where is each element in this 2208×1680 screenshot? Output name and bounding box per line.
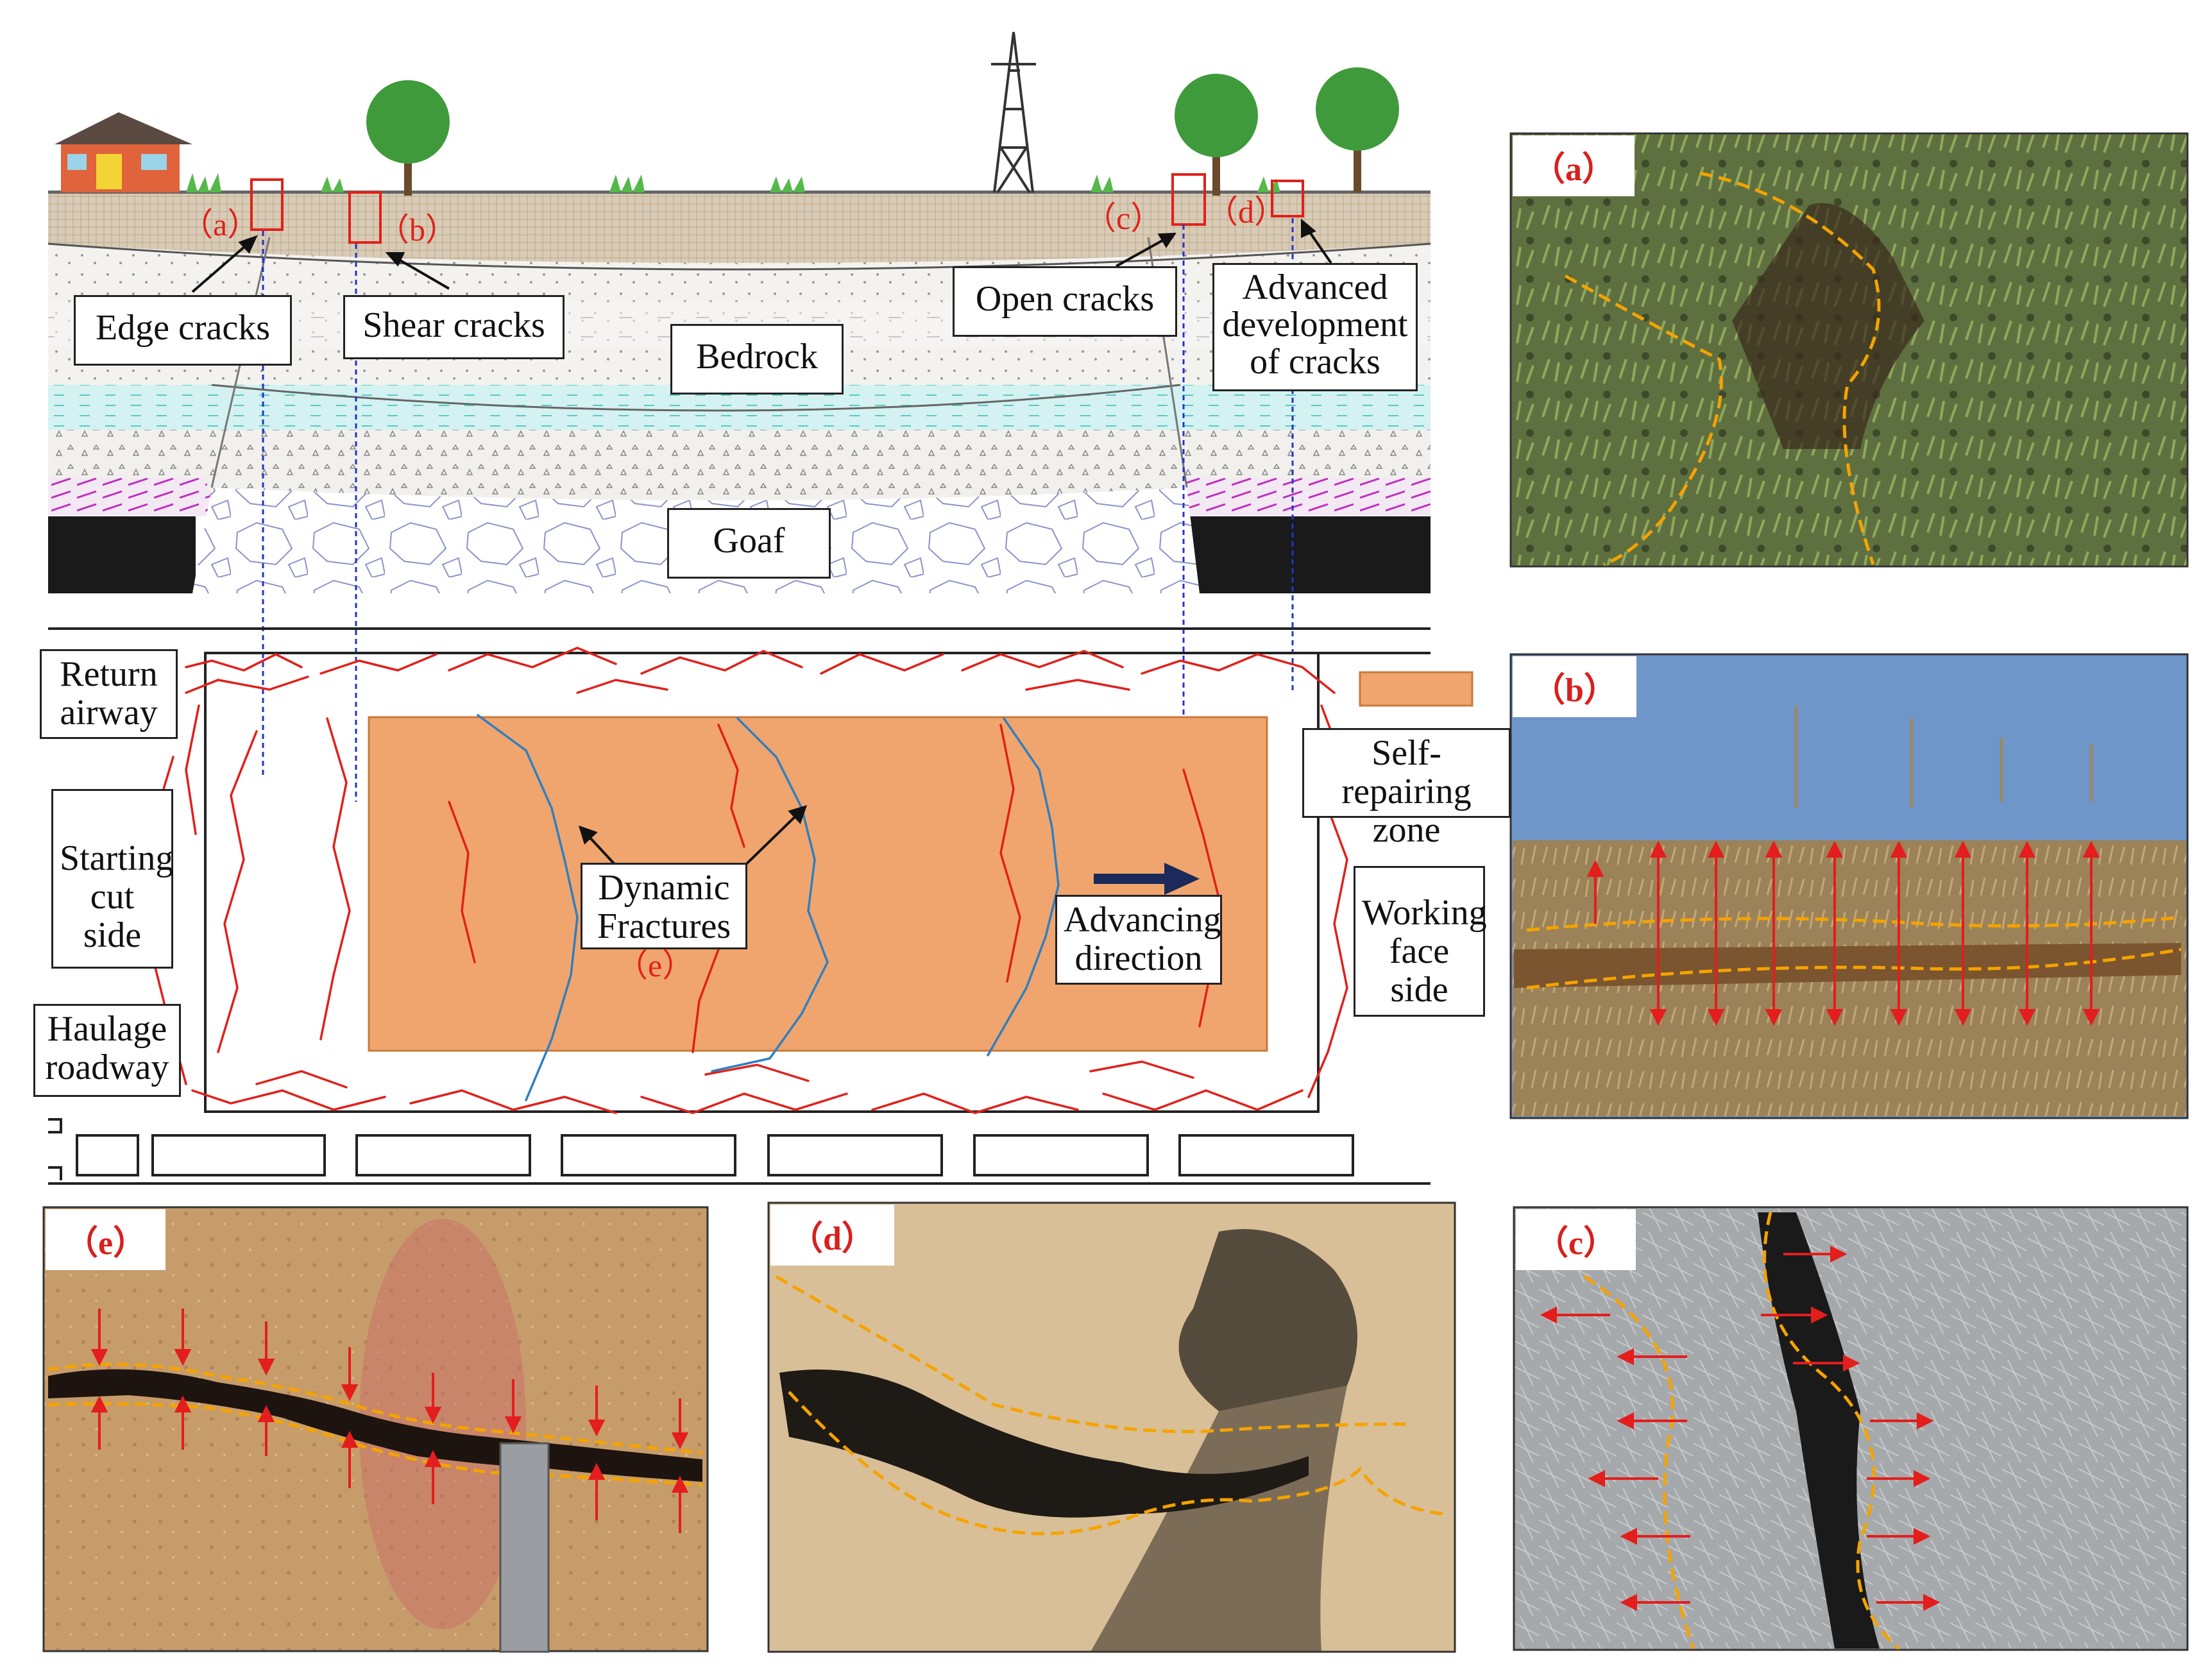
advanced-development-label: Advanced development of cracks <box>1212 263 1418 391</box>
haulage-roadway-label: Haulage roadway <box>33 1004 181 1097</box>
photo-e <box>42 1206 709 1653</box>
advancing-direction-label: Advancing direction <box>1055 895 1222 985</box>
advancing-direction-arrow-icon <box>1094 863 1200 895</box>
edge-cracks-label: Edge cracks <box>74 295 292 366</box>
photo-tag-d: （d） <box>770 1205 894 1266</box>
return-airway-label: Return airway <box>40 649 178 739</box>
black-base-left <box>48 516 196 593</box>
ground-surface-line <box>48 191 1431 194</box>
dynamic-fractures-label: Dynamic Fractures <box>581 863 747 949</box>
bedrock-label: Bedrock <box>670 324 844 395</box>
house-icon <box>55 112 192 192</box>
photo-b <box>1509 653 2189 1119</box>
crack-box-b <box>348 191 382 244</box>
crack-tag-c: （c） <box>1084 200 1163 236</box>
shear-cracks-label: Shear cracks <box>343 295 565 359</box>
tree-icon-1 <box>366 80 450 196</box>
photo-c <box>1513 1206 2189 1651</box>
crack-box-c <box>1171 173 1206 226</box>
tree-icon-3 <box>1316 67 1399 192</box>
legend-swatch-self-repairing <box>1359 671 1473 707</box>
photo-d <box>767 1201 1456 1653</box>
dynamic-fracture-lines <box>477 714 1060 1101</box>
subsidence-basin-curve <box>47 242 1431 271</box>
cyan-aquifer-layer <box>48 385 1431 430</box>
crack-tag-b: （b） <box>377 212 457 248</box>
plan-view-frame <box>48 627 1431 1185</box>
working-face-side-label: Working face side <box>1354 866 1487 1017</box>
crack-box-d <box>1271 180 1304 217</box>
zone-tag-e: （e） <box>616 947 695 983</box>
photo-tag-e: （e） <box>46 1209 166 1270</box>
crack-tag-d: （d） <box>1206 194 1286 230</box>
photo-tag-a: （a） <box>1513 135 1635 196</box>
black-base-right <box>1187 516 1431 593</box>
triangle-layer <box>48 430 1431 500</box>
photo-a <box>1509 132 2189 568</box>
crack-tag-a: （a） <box>181 207 260 242</box>
photo-tag-c: （c） <box>1516 1209 1636 1270</box>
goaf-label: Goaf <box>667 508 831 579</box>
tree-icon-2 <box>1175 74 1258 196</box>
grass-icon <box>186 173 1280 192</box>
subsidence-curve-2 <box>211 384 1181 412</box>
photo-tag-b: （b） <box>1513 656 1636 717</box>
soil-layer <box>48 192 1431 263</box>
self-repairing-zone-legend-label: Self-repairing zone <box>1302 728 1511 849</box>
open-cracks-label: Open cracks <box>953 266 1177 337</box>
power-tower-icon <box>991 31 1036 194</box>
starting-cut-side-label: Starting cut side <box>51 789 173 969</box>
leader-arrows <box>191 218 1332 293</box>
crack-box-a <box>250 178 284 231</box>
